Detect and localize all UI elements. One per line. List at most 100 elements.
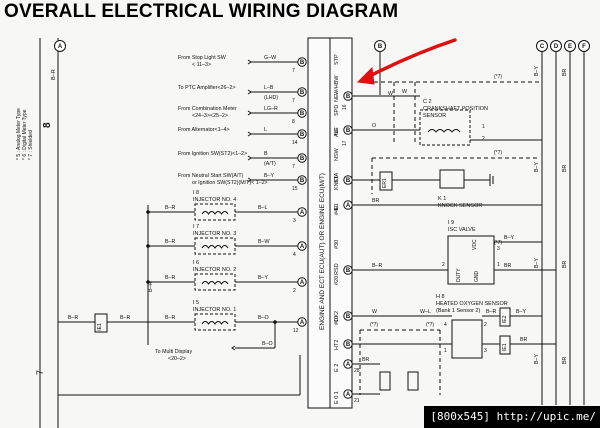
input-wire-label-2: LG–R — [264, 106, 278, 112]
input-arrow-3 — [247, 131, 252, 137]
right-wire-label-7: BR — [562, 356, 568, 364]
input-arrow-2 — [247, 110, 252, 116]
input-terminal-1 — [297, 87, 307, 97]
injector-id-1: I 7 — [193, 224, 199, 230]
input-terminal-4 — [297, 153, 307, 163]
crank-id: C 2 — [423, 99, 432, 105]
watermark: [800x545] http://upic.me/ — [424, 406, 600, 428]
ecu-pin-0: STP — [334, 54, 340, 65]
bottom-terminal-2-label: A — [346, 392, 351, 398]
input-terminal-0 — [297, 57, 307, 67]
ne-terminal-label: B — [346, 94, 351, 100]
connector-e — [564, 40, 576, 52]
input-label-3: From Alternator<1–4> — [178, 127, 230, 133]
legend-item-1: * 6 : Digital Meter Type — [22, 109, 28, 160]
o2-ground-splice-1 — [379, 371, 391, 391]
input-label-1: To PTC Amplifier<26–2> — [178, 85, 235, 91]
connector-d-label: D — [554, 44, 559, 50]
connector-c — [536, 40, 548, 52]
o2-splice2-label: IE1 — [502, 343, 508, 351]
input-terminal-num-2: 8 — [292, 119, 295, 125]
o2-splice-box — [499, 307, 511, 327]
injector-terminal-num-2: 2 — [293, 288, 296, 294]
crank-pin2: 2 — [482, 136, 485, 142]
o2-p3: 3 — [484, 348, 487, 354]
o2-ground-splice-2 — [407, 371, 419, 391]
connector-e-label: E — [568, 44, 572, 50]
bottom-terminal-num-1: 28 — [354, 368, 360, 374]
injector-box-1 — [194, 237, 236, 255]
input-terminal-5-label: B — [300, 178, 305, 184]
o2-id: H 8 — [436, 294, 445, 300]
ne-terminal-num: 16 — [342, 104, 348, 110]
input-wire-label-0: G–W — [264, 55, 276, 61]
multi-display-ref: <20–2> — [168, 356, 186, 362]
isc-id: I 9 — [448, 220, 454, 226]
ecu-label: ENGINE AND ECT ECU(AUT) OR ENGINE ECU(M/… — [319, 173, 326, 330]
connector-f-label: F — [582, 44, 586, 50]
shield-label-4: (*7) — [426, 322, 434, 328]
feed-splice-box — [94, 313, 108, 333]
bottom-pin-e2: E 2 — [334, 364, 340, 372]
injector-terminal-num-0: 3 — [293, 218, 296, 224]
input-wire-label-4: B — [264, 151, 268, 157]
o2-br2-label: BR — [520, 337, 528, 343]
injector-in-label-0: B–R — [165, 205, 175, 211]
right-wire-label-2: B–Y — [534, 162, 540, 172]
feed-splice-label: IE1 — [97, 323, 103, 331]
connector-f — [578, 40, 590, 52]
injector-terminal-num-1: 4 — [293, 252, 296, 258]
connector-b — [374, 40, 386, 52]
input-terminal-num-4: 7 — [292, 164, 295, 170]
isc-terminal-label: B — [346, 268, 351, 274]
multi-display-label: To Multi Display — [155, 349, 192, 355]
ne-pin-label: NE– — [334, 90, 340, 102]
legend-item-2: * 7 : Shielded — [28, 130, 34, 160]
multi-display-wire-label: B–O — [262, 341, 273, 347]
right-wire-label-5: BR — [562, 260, 568, 268]
ecu-pin-5: STA — [334, 172, 340, 183]
input-terminal-2-label: B — [300, 111, 305, 117]
crank-wire-w-label: W — [402, 89, 407, 95]
page-number: 8 — [42, 122, 53, 128]
crank-name2: SENSOR — [423, 113, 446, 119]
input-wire-label-5: B–Y — [264, 173, 274, 179]
bottom-terminal-num-2: 21 — [354, 398, 360, 404]
injector-terminal-3-label: A — [300, 320, 305, 326]
right-wire-label-6: B–Y — [534, 354, 540, 364]
knock-splice-label: ER1 — [382, 178, 388, 188]
input-wire2-label-1: (LHD) — [264, 95, 278, 101]
o2-p1: 1 — [444, 348, 447, 354]
input-ref-5: or Ignition SW(ST2)(M/T)< 1–2> — [192, 180, 268, 186]
injector-terminal-0 — [297, 207, 307, 217]
shield-label-2: (*7) — [494, 240, 502, 246]
injector-out-label-2: B–Y — [258, 275, 268, 281]
o2-ox2-terminal-label: B — [346, 314, 351, 320]
knock-pin: KNK1 — [334, 176, 340, 190]
isc-brr-label: B–R — [372, 263, 382, 269]
injector-terminal-1-label: A — [300, 244, 305, 250]
injector-terminal-2-label: A — [300, 280, 305, 286]
input-terminal-0-label: B — [300, 60, 305, 66]
isc-by-label: B–Y — [504, 235, 514, 241]
ecu-pin-3: ALT — [334, 127, 340, 137]
injector-coil-3 — [201, 321, 229, 325]
injector-ecu-pin-0: #40 — [334, 206, 340, 215]
shield-label-1: (*7) — [494, 150, 502, 156]
injector-out-label-1: B–W — [258, 239, 269, 245]
input-wire-label-1: L–B — [264, 85, 274, 91]
injector-terminal-1 — [297, 241, 307, 251]
crank-ne-terminal-label: B — [346, 128, 351, 134]
input-terminal-3 — [297, 129, 307, 139]
injector-in-label-3: B–R — [165, 315, 175, 321]
right-wire-label-4: B–Y — [534, 258, 540, 268]
o2-ox2-pin: OX2 — [334, 311, 340, 322]
injector-ecu-pin-2: #20 — [334, 276, 340, 285]
feed-wire-right-label: B–R — [120, 315, 130, 321]
isc-br-label: BR — [504, 263, 512, 269]
crank-ne-terminal — [343, 125, 353, 135]
page-number-bottom: 7 — [35, 370, 45, 375]
injector-coil-2 — [201, 281, 229, 285]
page-title: OVERALL ELECTRICAL WIRING DIAGRAM — [4, 1, 399, 22]
